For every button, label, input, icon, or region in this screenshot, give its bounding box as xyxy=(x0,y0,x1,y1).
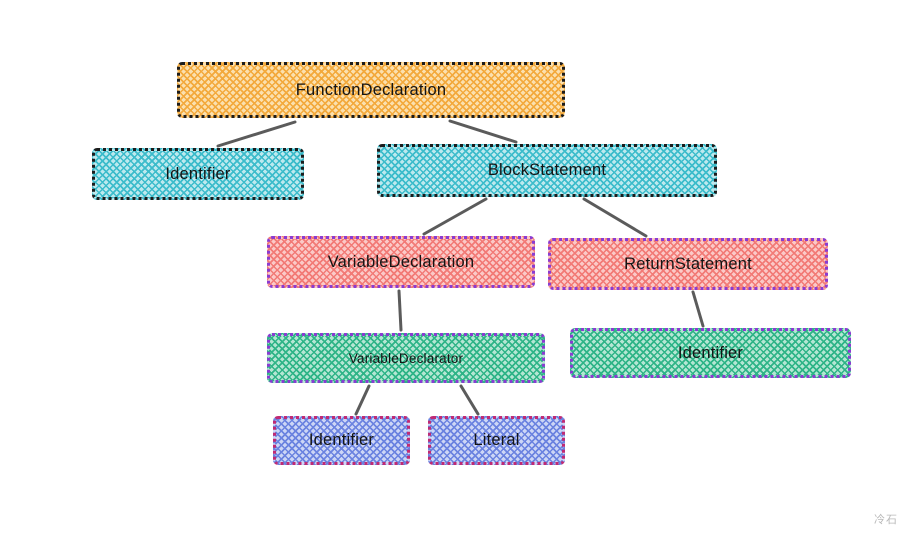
node-label: VariableDeclarator xyxy=(348,350,464,366)
node-identifier-of-declarator: Identifier xyxy=(273,416,410,465)
node-label: Identifier xyxy=(677,343,744,362)
node-identifier-of-function: Identifier xyxy=(92,148,304,200)
node-label: ReturnStatement xyxy=(624,254,752,273)
node-label: BlockStatement xyxy=(487,161,607,179)
node-identifier-of-return: Identifier xyxy=(570,328,851,378)
edge-blockstatement-variabledeclaration xyxy=(422,197,488,236)
watermark: 冷石 xyxy=(874,514,898,526)
node-return-statement: ReturnStatement xyxy=(548,238,828,290)
node-label: Literal xyxy=(473,431,520,449)
node-variable-declarator: VariableDeclarator xyxy=(267,333,545,383)
edge-variabledeclarator-literal xyxy=(459,384,480,416)
node-variable-declaration: VariableDeclaration xyxy=(267,236,535,288)
edge-functiondeclaration-blockstatement xyxy=(448,119,518,144)
edge-returnstatement-identifier xyxy=(691,290,705,328)
node-function-declaration: FunctionDeclaration xyxy=(177,62,565,118)
node-literal: Literal xyxy=(428,416,565,465)
edge-blockstatement-returnstatement xyxy=(582,197,648,238)
node-label: FunctionDeclaration xyxy=(295,80,447,99)
edge-functiondeclaration-identifier xyxy=(216,120,297,148)
edge-variabledeclaration-variabledeclarator xyxy=(397,289,403,332)
node-label: VariableDeclaration xyxy=(327,252,475,271)
node-block-statement: BlockStatement xyxy=(377,144,717,197)
node-label: Identifier xyxy=(165,164,231,183)
node-label: Identifier xyxy=(308,431,375,449)
edge-variabledeclarator-identifier xyxy=(354,384,371,416)
